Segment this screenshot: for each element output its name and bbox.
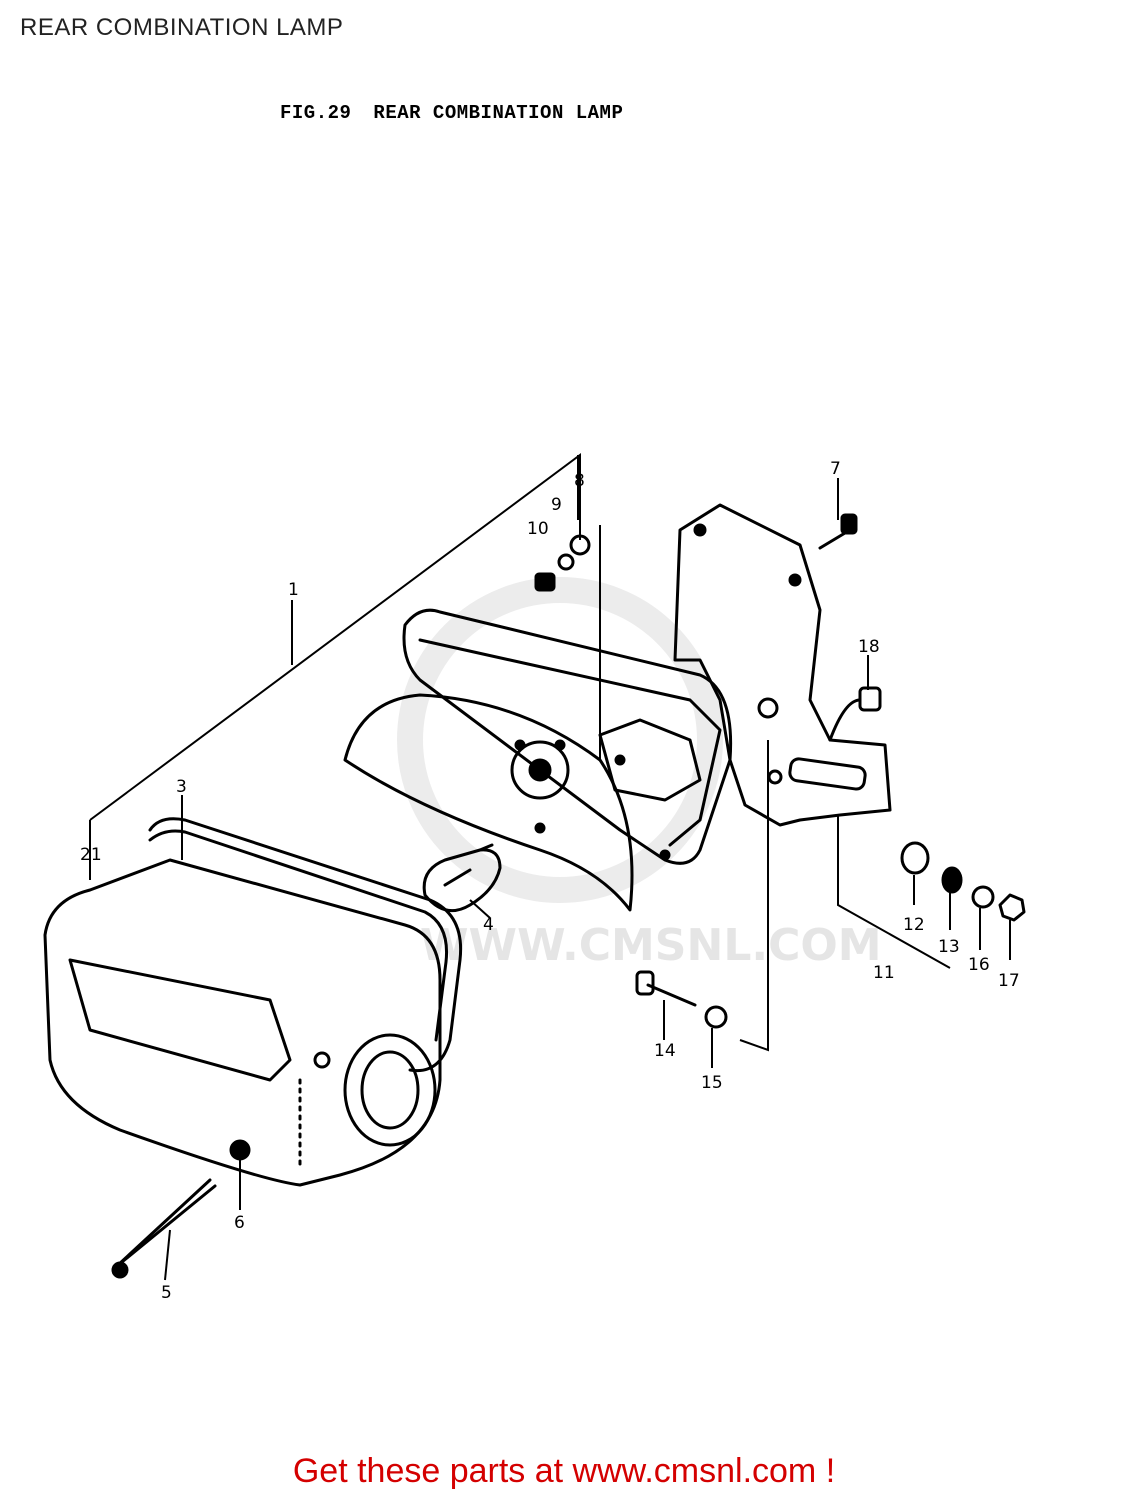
- figure-number: FIG.29: [280, 102, 352, 124]
- callout-11: 11: [873, 963, 895, 983]
- callout-15: 15: [701, 1073, 723, 1093]
- watermark: WWW.CMSNL.COM: [397, 577, 882, 971]
- callout-21: 21: [80, 845, 102, 865]
- callout-8: 8: [574, 471, 585, 491]
- callout-10: 10: [527, 519, 549, 539]
- callout-7: 7: [830, 459, 841, 479]
- callout-13: 13: [938, 937, 960, 957]
- exploded-parts-diagram: WWW.CMSNL.COM: [43, 453, 1026, 1303]
- callout-4: 4: [483, 915, 494, 935]
- reflector-plate: [343, 693, 634, 912]
- callouts: 1 3 4 5 6 7 8 9 10 11 12 13 14 15 16 17 …: [80, 459, 1020, 1303]
- callout-18: 18: [858, 637, 880, 657]
- callout-3: 3: [176, 777, 187, 797]
- bulb: [422, 843, 502, 913]
- page-title: REAR COMBINATION LAMP: [20, 14, 344, 41]
- callout-12: 12: [903, 915, 925, 935]
- watermark-text: WWW.CMSNL.COM: [420, 920, 882, 971]
- leader-lines: [89, 453, 1011, 1281]
- lens: [43, 858, 442, 1187]
- callout-5: 5: [161, 1283, 172, 1303]
- callout-1: 1: [288, 580, 299, 600]
- callout-6: 6: [234, 1213, 245, 1233]
- callout-14: 14: [654, 1041, 676, 1061]
- figure-caption-text: REAR COMBINATION LAMP: [373, 102, 624, 124]
- callout-17: 17: [998, 971, 1020, 991]
- fastener-parts: [111, 513, 1026, 1279]
- parts-banner-link[interactable]: Get these parts at www.cmsnl.com !: [292, 1452, 836, 1490]
- callout-16: 16: [968, 955, 990, 975]
- callout-9: 9: [551, 495, 562, 515]
- figure-caption: FIG.29 REAR COMBINATION LAMP: [280, 102, 645, 124]
- mounting-bracket: [673, 503, 892, 827]
- gasket: [148, 817, 463, 1073]
